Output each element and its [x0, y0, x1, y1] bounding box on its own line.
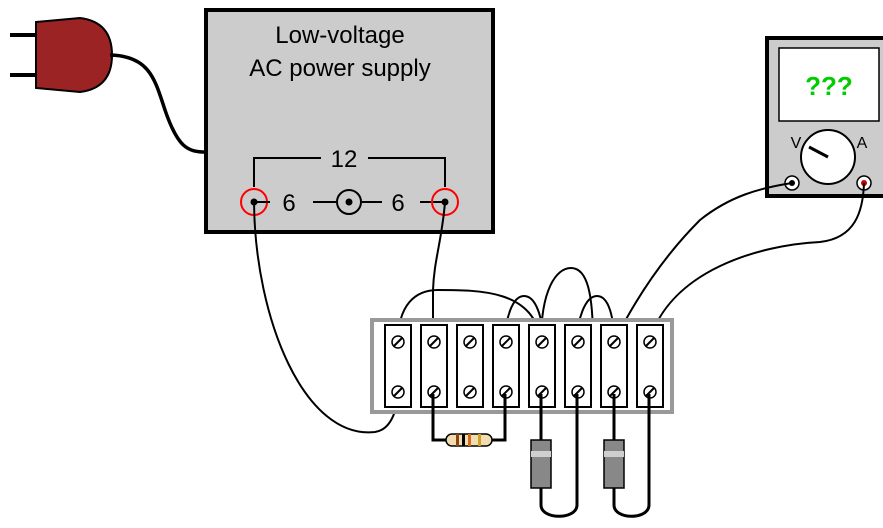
terminal-strip: [370, 318, 674, 414]
meter-display: [778, 47, 880, 122]
screw-slot: [537, 387, 547, 397]
wire-jumper-col5-col6: [540, 266, 594, 343]
diode-assembly-left: [530, 394, 579, 518]
diode-right-band: [604, 451, 624, 457]
screw-slot: [429, 337, 439, 347]
resistor-lead-right: [489, 394, 507, 442]
resistor-lead-left: [431, 394, 449, 442]
terminal-left-label: 6: [282, 190, 295, 217]
span-bracket-left: [253, 157, 321, 187]
screw-slot: [465, 337, 475, 347]
power-supply-box: Low-voltage AC power supply 12 6 6: [204, 8, 495, 234]
diode-right-body: [603, 439, 625, 489]
power-supply-title-line1: Low-voltage: [275, 22, 404, 49]
screw-slot: [429, 387, 439, 397]
resistor-band-2: [462, 434, 465, 446]
center-tap-ring: [336, 189, 362, 215]
terminal-strip-column: [528, 324, 556, 408]
diode-left-band: [531, 451, 551, 457]
diode-left-loop: [539, 394, 579, 518]
span-label: 12: [331, 146, 358, 173]
terminal-strip-column: [600, 324, 628, 408]
screw-slot: [645, 337, 655, 347]
resistor-band-1: [456, 434, 459, 446]
screw-slot: [501, 387, 511, 397]
diode-assembly-right: [603, 394, 651, 518]
power-cord: [109, 53, 207, 154]
screw-slot: [573, 337, 583, 347]
resistor-band-4: [478, 434, 481, 446]
terminal-center[interactable]: [345, 198, 353, 206]
terminal-right-label: 6: [391, 190, 404, 217]
span-bracket-right: [368, 157, 446, 187]
terminal-strip-column: [636, 324, 664, 408]
multimeter: ??? V A: [765, 36, 883, 198]
screw-slot: [393, 387, 403, 397]
diode-right-loop: [612, 394, 651, 518]
screw-slot: [465, 387, 475, 397]
screw-slot: [501, 337, 511, 347]
screw-slot: [573, 387, 583, 397]
diode-left-body: [530, 439, 552, 489]
resistor-band-3: [468, 434, 471, 446]
wire-right-terminal-to-strip: [432, 201, 446, 342]
screw-slot: [609, 337, 619, 347]
terminal-strip-column: [384, 324, 412, 408]
wire-meter-com: [613, 182, 793, 343]
meter-selector-pointer: [808, 145, 829, 159]
power-plug: [10, 16, 114, 94]
wire-meter-red: [648, 182, 865, 343]
meter-range-v: V: [791, 135, 802, 152]
power-supply-title-line2: AC power supply: [249, 55, 430, 82]
resistor-assembly: [431, 394, 507, 447]
meter-readout: ???: [805, 71, 853, 101]
screw-slot: [537, 337, 547, 347]
plug-body: [35, 16, 114, 94]
screw-slot: [645, 387, 655, 397]
screw-slot: [393, 337, 403, 347]
screw-slot: [609, 387, 619, 397]
wire-strip-col1-to-col5: [397, 288, 542, 343]
power-supply-enclosure: [204, 8, 495, 234]
meter-range-a: A: [857, 135, 868, 152]
terminal-right-ring: [431, 188, 459, 216]
terminal-strip-column: [456, 324, 484, 408]
